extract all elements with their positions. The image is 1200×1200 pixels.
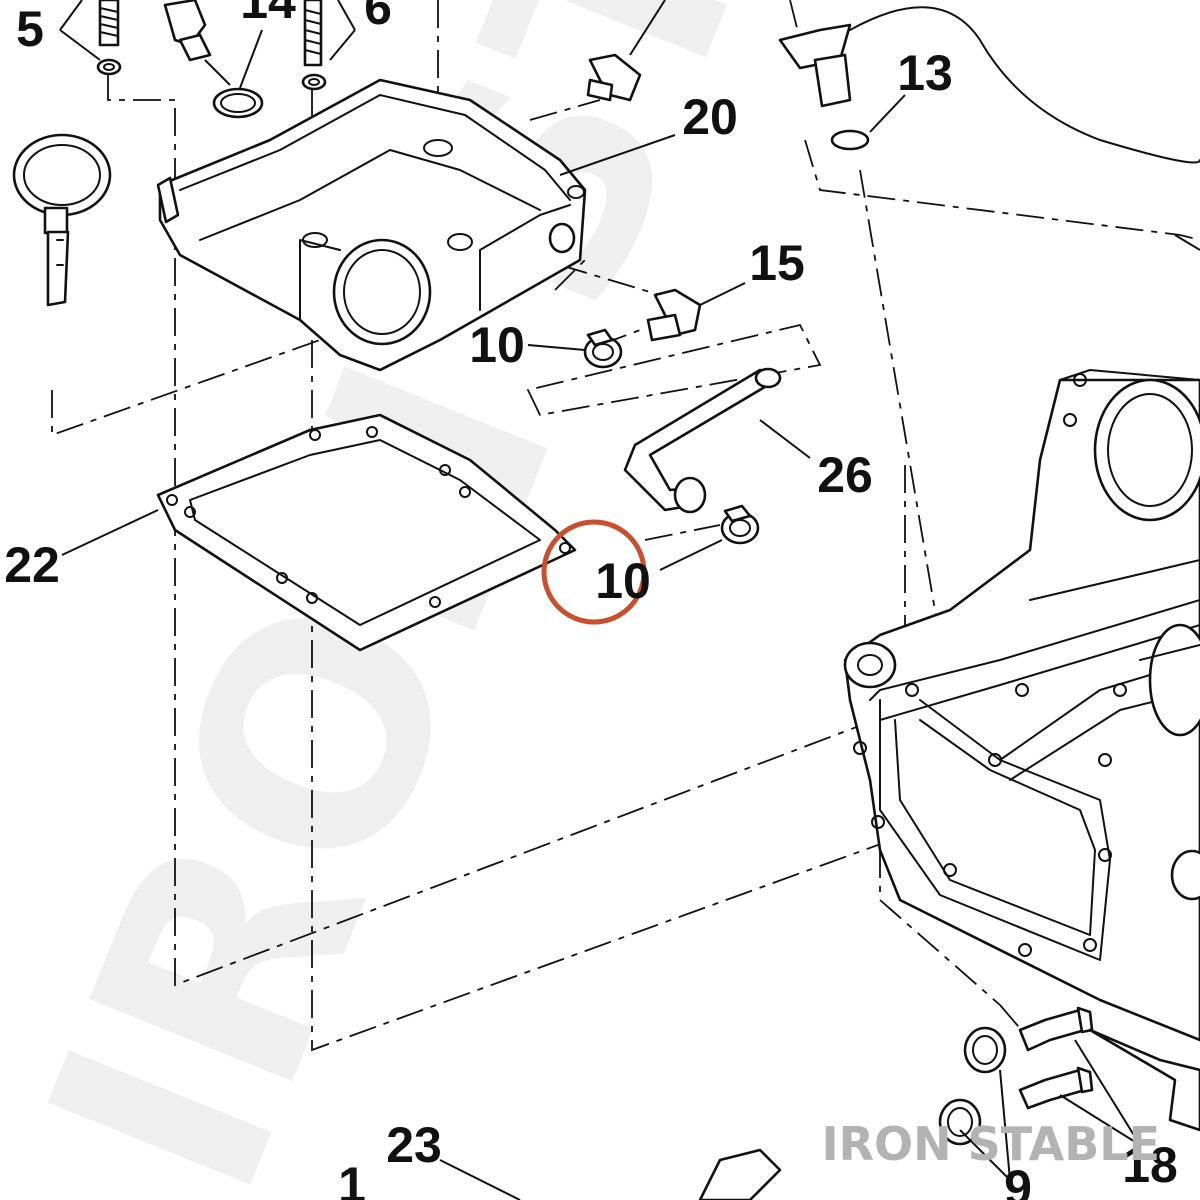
sensor-13: [778, 6, 1200, 164]
callout-labels: 5 14 6 13 20 15 10 26 22 10 23 1 9 18 3: [4, 0, 1178, 1200]
elbow-fitting-top: [586, 53, 642, 102]
elbow-fitting-15: [646, 288, 702, 342]
transmission-case: [843, 369, 1200, 1042]
callout-1: 1: [338, 1157, 366, 1200]
highlight-circle: [541, 519, 647, 625]
hose-clamp-10-lower: [720, 504, 760, 545]
stud-6: [301, 0, 327, 91]
switch-14: [163, 0, 264, 119]
gasket-22: [156, 413, 577, 652]
callout-14: 14: [240, 0, 296, 29]
leader-lines: [59, 0, 1200, 1200]
callout-20: 20: [682, 89, 738, 145]
bolt-5: [96, 0, 122, 76]
callout-23: 23: [386, 1117, 442, 1173]
top-cover-20: [156, 78, 587, 372]
callout-10-upper: 10: [469, 317, 525, 373]
callout-10-highlighted: 10: [595, 553, 651, 609]
lower-fittings: [698, 1006, 1200, 1200]
callout-9: 9: [1004, 1160, 1032, 1200]
callout-22: 22: [4, 537, 60, 593]
callout-5: 5: [16, 1, 44, 57]
callout-6: 6: [364, 0, 392, 35]
hose-26: [623, 367, 782, 514]
callout-15: 15: [749, 235, 805, 291]
callout-18: 18: [1122, 1137, 1178, 1193]
callout-26: 26: [817, 447, 873, 503]
alignment-lines: [51, 0, 1200, 1052]
callout-13: 13: [897, 45, 953, 101]
hose-clamp-10-upper: [583, 328, 623, 369]
brand-watermark: IRON STABLE: [822, 1117, 1161, 1171]
dipstick: [12, 133, 112, 307]
